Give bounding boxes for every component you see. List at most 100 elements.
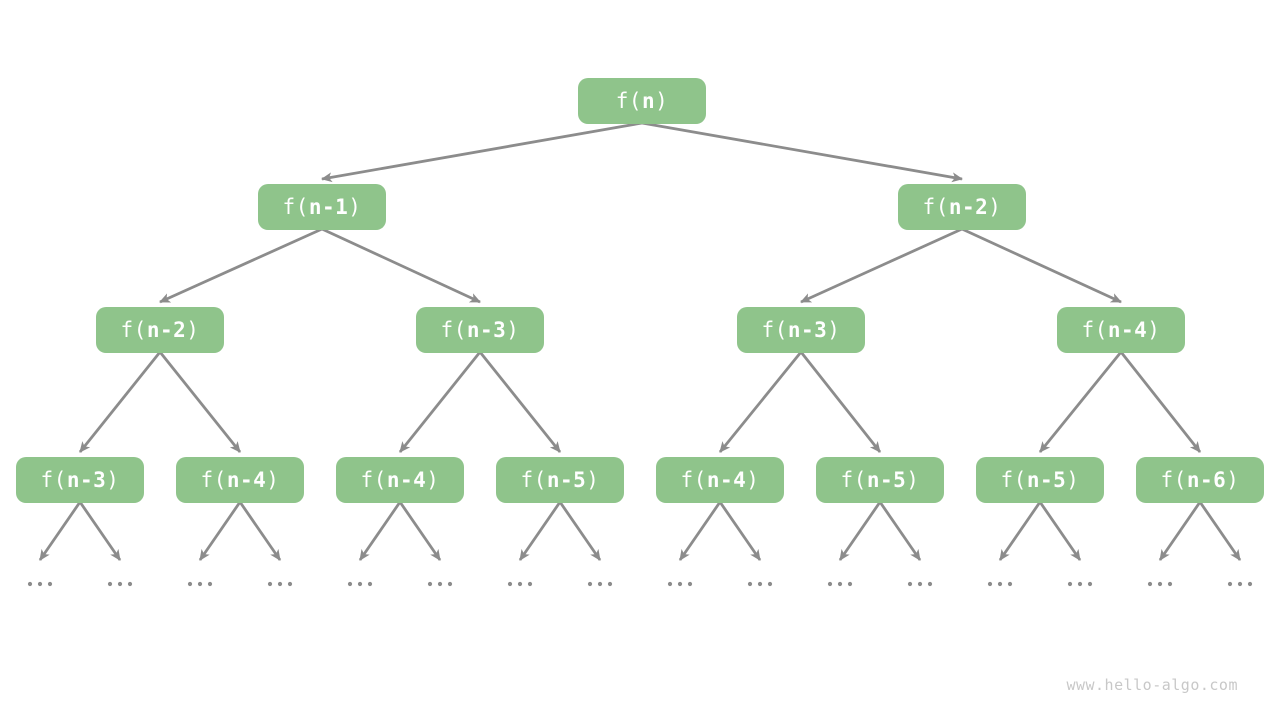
leaf-dot	[127, 581, 133, 587]
node-label-arg: n-6	[1186, 468, 1227, 492]
tree-node: f(n-2)	[898, 184, 1026, 230]
node-label-arg: n-4	[1107, 318, 1148, 342]
leaf-dot	[987, 581, 993, 587]
edge-arrow	[159, 227, 323, 304]
node-label-suffix: )	[1226, 468, 1240, 492]
leaf-ellipsis	[1147, 581, 1173, 587]
edge-arrow	[398, 351, 482, 453]
leaf-dot	[687, 581, 693, 587]
tree-node: f(n-5)	[976, 457, 1104, 503]
edge-arrow	[78, 351, 162, 453]
edge-arrow	[238, 501, 282, 561]
leaf-ellipsis	[747, 581, 773, 587]
node-label-arg: n-4	[386, 468, 427, 492]
tree-node: f(n-5)	[816, 457, 944, 503]
leaf-dot	[27, 581, 33, 587]
edge-arrow	[321, 121, 643, 183]
edge-arrow	[398, 501, 442, 561]
edge-arrow	[718, 351, 803, 453]
edge-arrow	[518, 501, 562, 561]
node-label-arg: n-4	[226, 468, 267, 492]
edge-arrow	[1198, 501, 1242, 561]
leaf-dot	[907, 581, 913, 587]
node-label-arg: n-3	[466, 318, 507, 342]
leaf-dot	[1067, 581, 1073, 587]
leaf-ellipsis	[27, 581, 53, 587]
node-label-arg: n-5	[866, 468, 907, 492]
node-label-suffix: )	[655, 89, 669, 113]
leaf-dot	[667, 581, 673, 587]
leaf-dot	[447, 581, 453, 587]
leaf-ellipsis	[667, 581, 693, 587]
leaf-dot	[607, 581, 613, 587]
leaf-dot	[277, 581, 283, 587]
node-label-suffix: )	[1147, 318, 1161, 342]
node-label-prefix: f(	[360, 468, 387, 492]
leaf-dot	[507, 581, 513, 587]
tree-node: f(n-1)	[258, 184, 386, 230]
edge-arrow	[1119, 351, 1202, 453]
leaf-dot	[517, 581, 523, 587]
node-label-arg: n-4	[706, 468, 747, 492]
leaf-dot	[847, 581, 853, 587]
edge-arrow	[641, 121, 963, 183]
edge-arrow	[38, 501, 82, 561]
tree-node: f(n-3)	[416, 307, 544, 353]
leaf-dot	[107, 581, 113, 587]
node-label-suffix: )	[586, 468, 600, 492]
leaf-dot	[267, 581, 273, 587]
leaf-dot	[1157, 581, 1163, 587]
node-label-prefix: f(	[1081, 318, 1108, 342]
leaf-dot	[757, 581, 763, 587]
leaf-dot	[1247, 581, 1253, 587]
node-label-suffix: )	[426, 468, 440, 492]
node-label-prefix: f(	[200, 468, 227, 492]
leaf-ellipsis	[827, 581, 853, 587]
leaf-dot	[677, 581, 683, 587]
edge-arrow	[878, 501, 922, 561]
node-label-arg: n-5	[1026, 468, 1067, 492]
leaf-ellipsis	[347, 581, 373, 587]
node-label-arg: n-2	[948, 195, 989, 219]
node-label-suffix: )	[746, 468, 760, 492]
leaf-ellipsis	[1067, 581, 1093, 587]
node-label-arg: n-2	[146, 318, 187, 342]
node-label-suffix: )	[186, 318, 200, 342]
node-label-arg: n-3	[787, 318, 828, 342]
tree-node: f(n-5)	[496, 457, 624, 503]
node-label-prefix: f(	[615, 89, 642, 113]
leaf-dot	[927, 581, 933, 587]
node-label-suffix: )	[906, 468, 920, 492]
leaf-dot	[527, 581, 533, 587]
node-label-suffix: )	[988, 195, 1002, 219]
node-label-prefix: f(	[840, 468, 867, 492]
edge-arrow	[838, 501, 882, 561]
tree-node: f(n-4)	[176, 457, 304, 503]
node-label-arg: n-1	[308, 195, 349, 219]
leaf-dot	[47, 581, 53, 587]
leaf-dot	[1007, 581, 1013, 587]
node-label-prefix: f(	[520, 468, 547, 492]
edge-arrow	[961, 227, 1122, 304]
node-label-suffix: )	[506, 318, 520, 342]
edge-arrow	[478, 351, 562, 453]
node-label-suffix: )	[266, 468, 280, 492]
node-label-arg: n	[641, 89, 656, 113]
node-label-prefix: f(	[120, 318, 147, 342]
tree-node: f(n-3)	[737, 307, 865, 353]
edge-arrow	[1038, 501, 1082, 561]
leaf-dot	[997, 581, 1003, 587]
leaf-ellipsis	[187, 581, 213, 587]
node-label-prefix: f(	[1160, 468, 1187, 492]
tree-node: f(n)	[578, 78, 706, 124]
edge-arrow	[358, 501, 402, 561]
leaf-dot	[357, 581, 363, 587]
leaf-dot	[367, 581, 373, 587]
node-label-suffix: )	[106, 468, 120, 492]
leaf-ellipsis	[907, 581, 933, 587]
tree-node: f(n-4)	[1057, 307, 1185, 353]
tree-node: f(n-4)	[656, 457, 784, 503]
node-label-prefix: f(	[282, 195, 309, 219]
leaf-ellipsis	[267, 581, 293, 587]
edge-arrow	[800, 227, 963, 304]
